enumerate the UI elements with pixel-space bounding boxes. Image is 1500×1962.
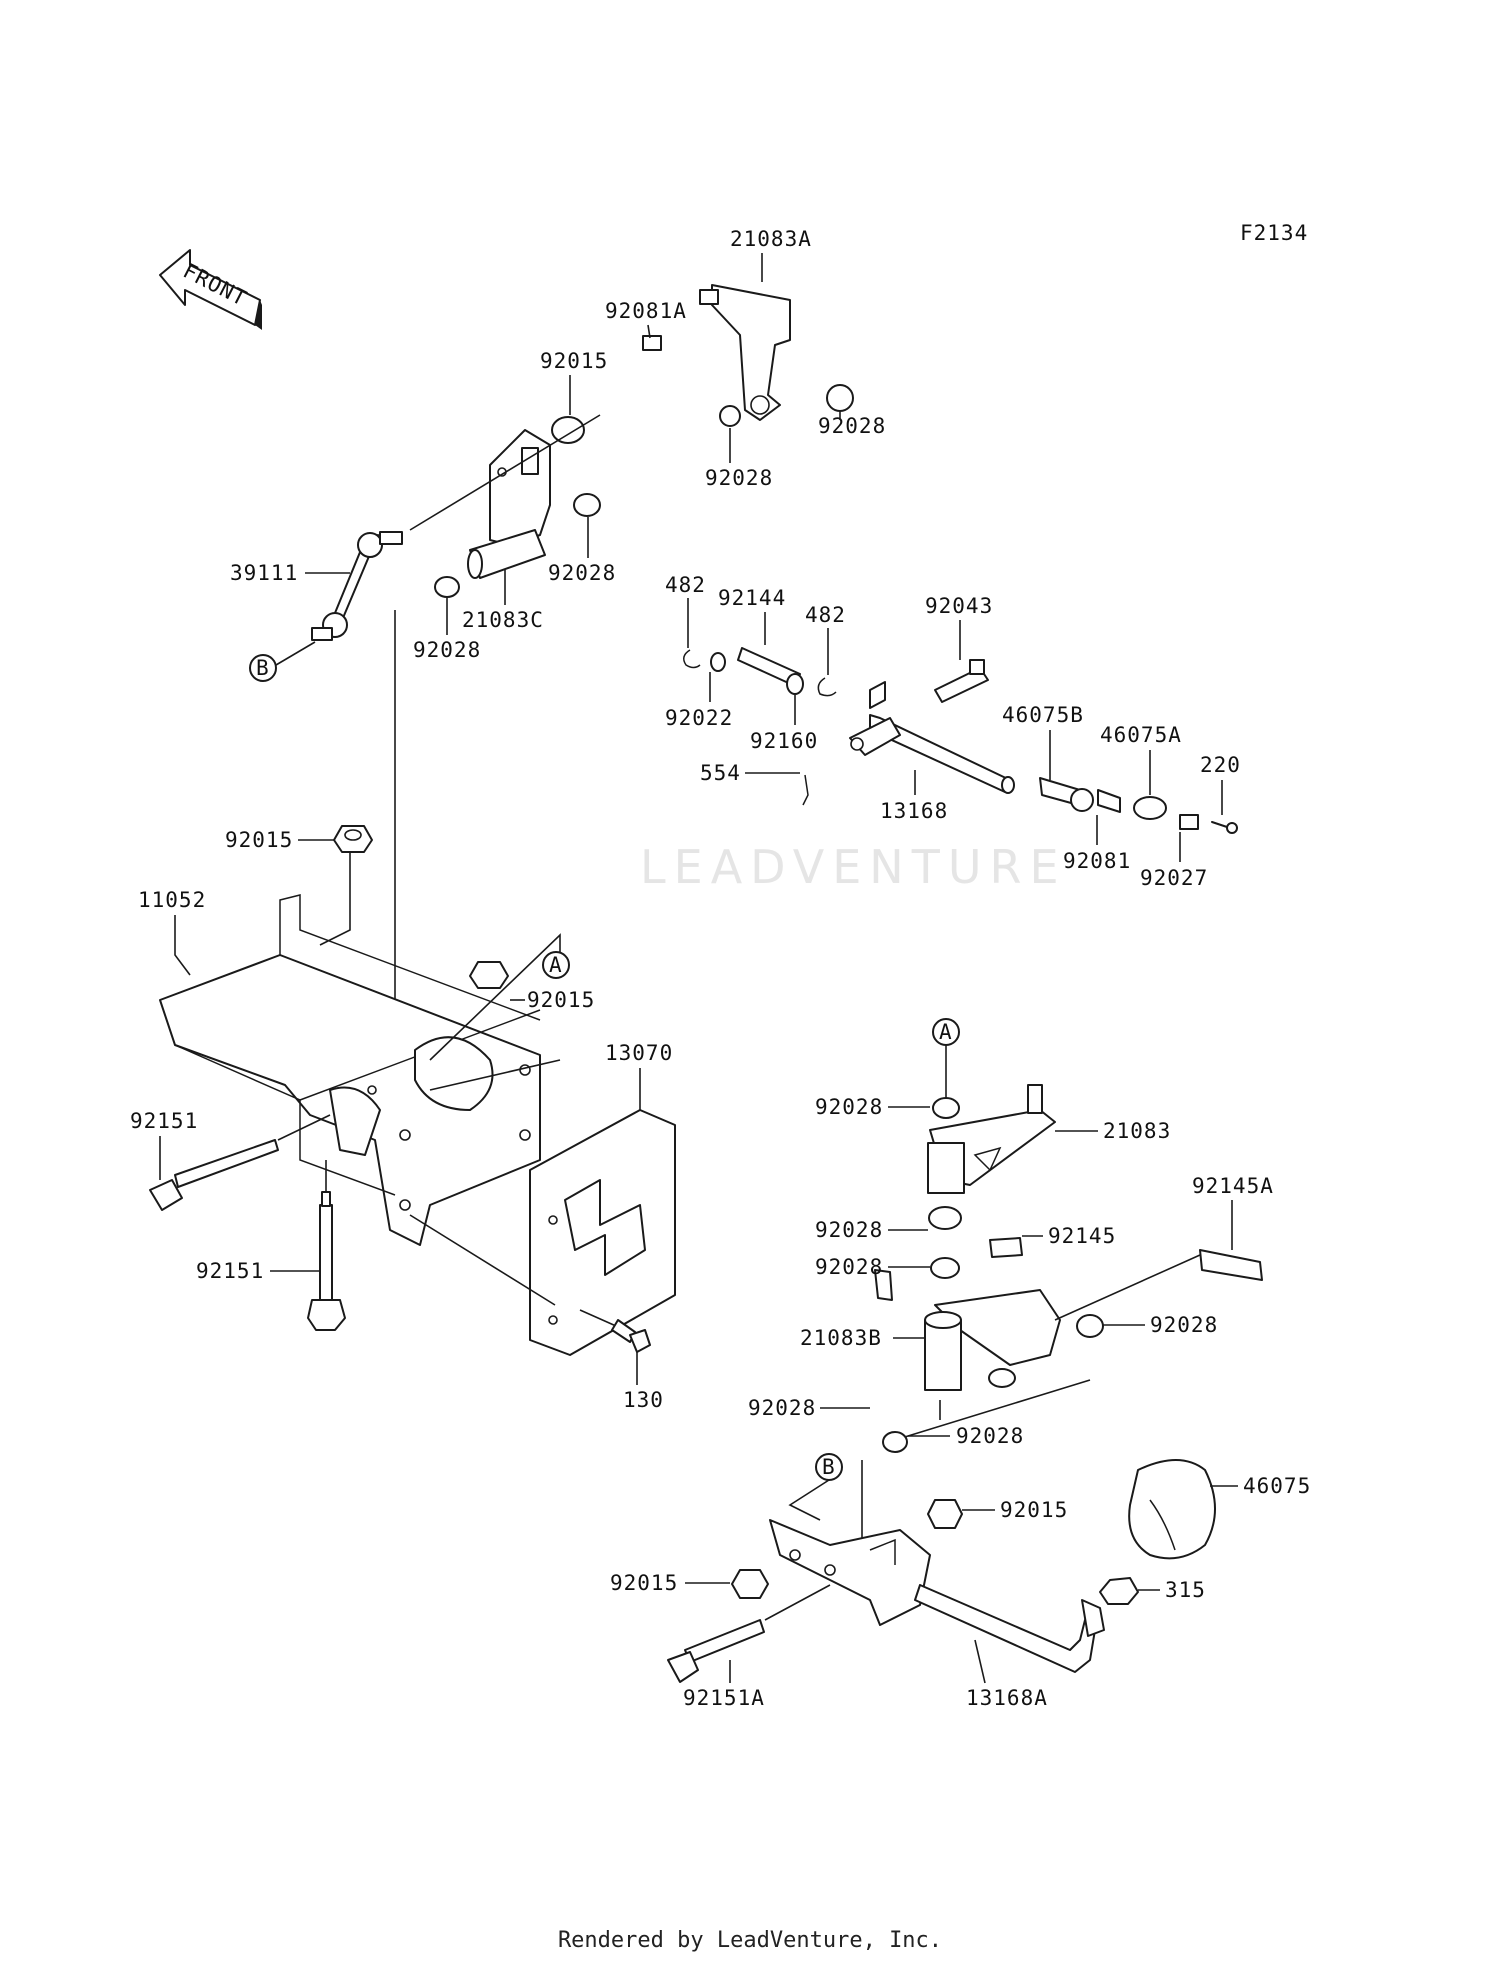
bracket-21083 (927, 1084, 1056, 1194)
label-92028-j: 92028 (956, 1424, 1024, 1448)
label-92151-a: 92151 (130, 1109, 198, 1133)
shift-shaft-13168 (849, 681, 1015, 794)
washer-92028-lower (882, 1431, 908, 1453)
label-11052: 11052 (138, 888, 206, 912)
gate-plate-13070 (529, 1109, 676, 1356)
label-39111: 39111 (230, 561, 298, 585)
label-92028-g: 92028 (815, 1255, 883, 1279)
label-92145: 92145 (1048, 1224, 1116, 1248)
label-46075a: 46075A (1100, 723, 1182, 747)
label-92028-i: 92028 (748, 1396, 816, 1420)
svg-text:B: B (256, 656, 270, 680)
link-rod-39111 (311, 531, 403, 641)
label-92151-b: 92151 (196, 1259, 264, 1283)
label-92081: 92081 (1063, 849, 1131, 873)
label-315: 315 (1165, 1578, 1206, 1602)
figure-code: F2134 (1240, 221, 1308, 245)
ref-marker-a-upper: A (542, 951, 570, 979)
label-21083a: 21083A (730, 227, 812, 251)
label-220: 220 (1200, 753, 1241, 777)
label-92028-a: 92028 (818, 414, 886, 438)
svg-text:A: A (939, 1020, 953, 1044)
label-92015-left: 92015 (610, 1571, 678, 1595)
lever-plate (489, 429, 551, 546)
label-92028-f: 92028 (815, 1218, 883, 1242)
arm-21083b (874, 1269, 1104, 1391)
label-92027: 92027 (1140, 866, 1208, 890)
label-482-b: 482 (805, 603, 846, 627)
label-21083: 21083 (1103, 1119, 1171, 1143)
label-92145a: 92145A (1192, 1174, 1274, 1198)
frame-bracket-11052 (159, 894, 541, 1246)
nut-92015-right (469, 961, 509, 989)
label-92022: 92022 (665, 706, 733, 730)
label-92015-frame: 92015 (225, 828, 293, 852)
label-92015-low: 92015 (1000, 1498, 1068, 1522)
label-92015-top: 92015 (540, 349, 608, 373)
label-92028-h: 92028 (1150, 1313, 1218, 1337)
label-21083c: 21083C (462, 608, 544, 632)
label-46075b: 46075B (1002, 703, 1084, 727)
footer-credit: Rendered by LeadVenture, Inc. (557, 1928, 943, 1953)
nut-315 (1099, 1577, 1139, 1605)
nut-92015-frame (333, 825, 373, 853)
label-13070: 13070 (605, 1041, 673, 1065)
label-21083b: 21083B (800, 1326, 882, 1350)
label-46075: 46075 (1243, 1474, 1311, 1498)
label-92043: 92043 (925, 594, 993, 618)
shift-lever-13168a (769, 1519, 1105, 1673)
pivot-pipe-21083c (467, 529, 546, 579)
label-92028-e: 92028 (815, 1095, 883, 1119)
bolt-92151-horizontal (149, 1139, 279, 1211)
label-92028-b: 92028 (705, 466, 773, 490)
front-arrow-icon: FRONT (159, 249, 262, 330)
label-130: 130 (623, 1388, 664, 1412)
shaft-parts-small (683, 647, 1238, 834)
bushings-21083b (928, 1206, 1263, 1281)
knob-46075 (1128, 1459, 1216, 1560)
label-13168: 13168 (880, 799, 948, 823)
bolt-92151a (667, 1619, 765, 1683)
nut-92015-low (927, 1499, 963, 1529)
label-92144: 92144 (718, 586, 786, 610)
ref-marker-b-upper: B (249, 654, 277, 682)
label-92015-right: 92015 (527, 988, 595, 1012)
label-92081a: 92081A (605, 299, 687, 323)
watermark: LEADVENTURE (640, 840, 1067, 894)
lever-arm-21083a (699, 284, 854, 421)
label-92028-c: 92028 (548, 561, 616, 585)
svg-text:A: A (549, 953, 563, 977)
label-92151a: 92151A (683, 1686, 765, 1710)
screw-130 (611, 1319, 651, 1353)
label-92160: 92160 (750, 729, 818, 753)
label-13168a: 13168A (966, 1686, 1048, 1710)
label-554: 554 (700, 761, 741, 785)
ref-marker-b-lower: B (815, 1453, 843, 1481)
label-92028-d: 92028 (413, 638, 481, 662)
washers-upper (434, 335, 741, 598)
bolt-92151-vertical (307, 1191, 346, 1331)
nut-92015-left (731, 1569, 769, 1599)
svg-text:B: B (822, 1455, 836, 1479)
ref-marker-a-lower: A (932, 1018, 960, 1046)
label-482-a: 482 (665, 573, 706, 597)
